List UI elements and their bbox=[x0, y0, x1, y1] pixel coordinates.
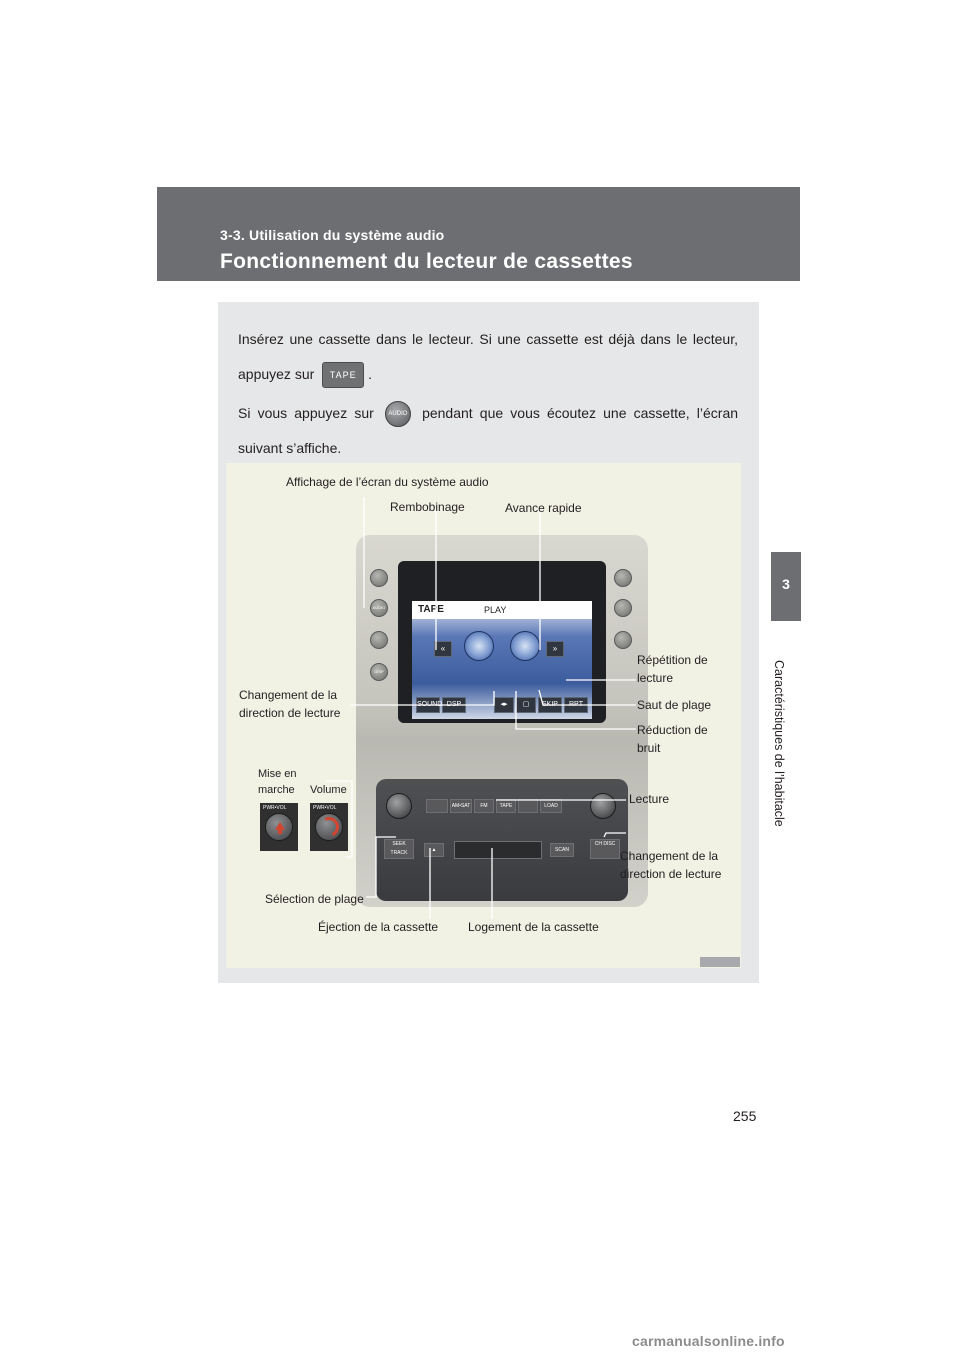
display-unit: TAPE PLAY « » SOUND DSP ◂▸ ▢ SKIP RPT bbox=[398, 561, 606, 723]
console-right-button-2 bbox=[614, 599, 632, 617]
am-sat-button: AM•SAT bbox=[450, 799, 472, 813]
cassette-reel-right bbox=[510, 631, 540, 661]
push-arrow-stem bbox=[278, 830, 282, 834]
label-noise-2: bruit bbox=[637, 741, 661, 755]
section-label: 3-3. Utilisation du système audio bbox=[220, 227, 445, 243]
audio-button-icon: AUDIO bbox=[384, 401, 411, 428]
intro-paragraph-1: Insérez une cassette dans le lecteur. Si… bbox=[238, 322, 738, 392]
intro-text: Insérez une cassette dans le lecteur. Si… bbox=[238, 322, 738, 466]
label-noise-1: Réduction de bbox=[637, 723, 708, 737]
console-right-button-3 bbox=[614, 631, 632, 649]
intro-p2-end: pendant que vous écoutez une cassette, l… bbox=[238, 405, 739, 456]
label-volume: Volume bbox=[310, 784, 347, 796]
callout-track bbox=[366, 836, 396, 898]
direction-button: ◂▸ bbox=[494, 697, 514, 713]
page-number: 255 bbox=[733, 1108, 757, 1124]
radio-cassette-unit: AM•SAT FM TAPE LOAD SEEK TRACK CH DISC ▲… bbox=[376, 779, 628, 901]
cassette-reel-left bbox=[464, 631, 494, 661]
power-knob-icon bbox=[265, 813, 293, 841]
watermark: carmanualsonline.info bbox=[632, 1333, 785, 1349]
header-band: 3-3. Utilisation du système audio Foncti… bbox=[157, 187, 800, 281]
tape-button-icon: TAPE bbox=[322, 362, 365, 389]
disp-button: DISP bbox=[370, 663, 388, 681]
screen-header: TAPE PLAY bbox=[412, 601, 592, 619]
scan-button: SCAN bbox=[550, 843, 574, 857]
cassette-player-figure: AUDIO DISP TAPE PLAY « » SOUND DSP ◂▸ ▢ … bbox=[226, 463, 741, 968]
push-arrow-icon bbox=[275, 822, 285, 830]
console-left-button-1 bbox=[370, 569, 388, 587]
intro-paragraph-2: Si vous appuyez sur AUDIO pendant que vo… bbox=[238, 396, 738, 466]
label-rewind: Rembobinage bbox=[390, 500, 465, 514]
preset-button bbox=[426, 799, 448, 813]
label-repeat-1: Répétition de bbox=[637, 653, 708, 667]
label-repeat-2: lecture bbox=[637, 671, 674, 685]
label-skip: Saut de plage bbox=[637, 698, 712, 712]
label-track-select: Sélection de plage bbox=[265, 892, 364, 906]
audio-screen: TAPE PLAY « » SOUND DSP ◂▸ ▢ SKIP RPT bbox=[412, 601, 592, 719]
label-direction-right-1: Changement de la bbox=[620, 849, 719, 863]
chapter-title-text: Caractéristiques de l’habitacle bbox=[772, 660, 786, 827]
cassette-slot bbox=[454, 841, 542, 859]
screen-status: PLAY bbox=[484, 605, 507, 615]
pwr-vol-knob bbox=[386, 793, 412, 819]
tune-knob bbox=[590, 793, 616, 819]
label-audio-screen: Affichage de l’écran du système audio bbox=[286, 475, 489, 489]
fm-button: FM bbox=[474, 799, 494, 813]
chapter-title: Caractéristiques de l’habitacle bbox=[764, 660, 808, 830]
chapter-number: 3 bbox=[782, 576, 790, 592]
audio-console: AUDIO DISP TAPE PLAY « » SOUND DSP ◂▸ ▢ … bbox=[356, 535, 648, 907]
intro-p1-end: . bbox=[368, 366, 373, 382]
callout-lines bbox=[326, 497, 636, 919]
label-power-1: Mise en bbox=[258, 768, 297, 780]
console-right-button-1 bbox=[614, 569, 632, 587]
label-eject: Éjection de la cassette bbox=[318, 920, 439, 934]
label-slot: Logement de la cassette bbox=[468, 920, 599, 934]
label-direction-left-2: direction de lecture bbox=[239, 706, 341, 720]
fast-forward-button: » bbox=[546, 641, 564, 657]
screen-title: TAPE bbox=[418, 604, 444, 615]
figure-id-tag bbox=[700, 957, 740, 967]
label-fast-forward: Avance rapide bbox=[505, 501, 582, 515]
volume-knob-icon bbox=[315, 813, 343, 841]
rewind-button: « bbox=[434, 641, 452, 657]
console-left-button-3 bbox=[370, 631, 388, 649]
label-direction-right-2: direction de lecture bbox=[620, 867, 722, 881]
page-title: Fonctionnement du lecteur de cassettes bbox=[220, 250, 633, 273]
audio-button: AUDIO bbox=[370, 599, 388, 617]
inset-label-volume: PWR•VOL bbox=[313, 805, 337, 811]
volume-inset: PWR•VOL bbox=[310, 803, 348, 851]
seek-track-button: SEEK TRACK bbox=[384, 839, 414, 859]
callout-noise bbox=[515, 691, 636, 730]
ch-disc-button: CH DISC bbox=[590, 839, 620, 859]
intro-p1-text: Insérez une cassette dans le lecteur. Si… bbox=[238, 331, 738, 382]
power-inset: PWR•VOL bbox=[260, 803, 298, 851]
callout-volume-bracket bbox=[326, 780, 353, 858]
callout-direction-left bbox=[350, 691, 495, 706]
eject-button: ▲ bbox=[424, 843, 444, 857]
callout-skip bbox=[538, 689, 636, 706]
label-direction-left-1: Changement de la bbox=[239, 688, 338, 702]
chapter-tab[interactable]: 3 bbox=[771, 552, 801, 621]
label-power-2: marche bbox=[258, 784, 295, 796]
inset-label-power: PWR•VOL bbox=[263, 805, 287, 811]
label-play: Lecture bbox=[629, 792, 670, 806]
callout-direction-right bbox=[603, 832, 626, 838]
intro-p2-text: Si vous appuyez sur bbox=[238, 405, 374, 421]
